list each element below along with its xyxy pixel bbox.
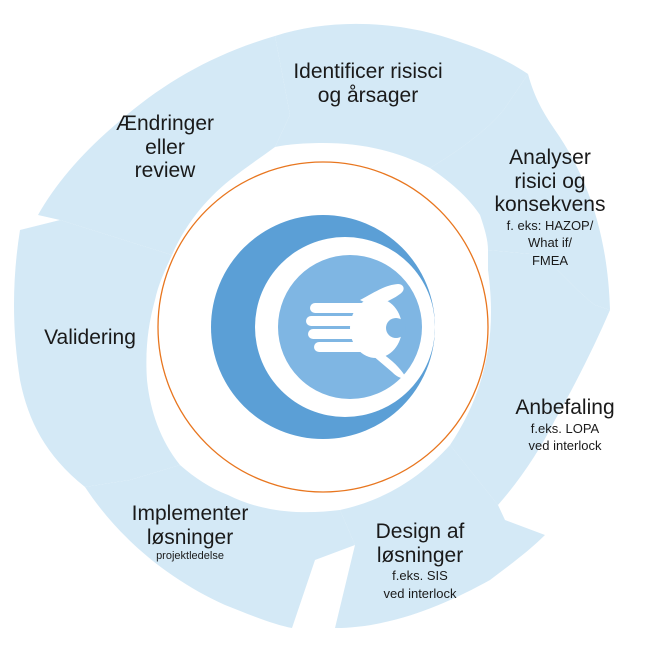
hand-in-circle-logo <box>211 215 435 439</box>
label-change: Ændringer eller review <box>115 112 215 183</box>
segment-validate <box>14 220 180 487</box>
segment-design <box>335 445 545 628</box>
label-analyse: Analyser risici og konsekvens f. eks: HA… <box>494 146 606 268</box>
label-validate: Validering <box>44 326 136 349</box>
segment-change <box>38 36 290 255</box>
segment-recommend <box>450 250 610 505</box>
label-design: Design af løsninger f.eks. SIS ved inter… <box>375 520 465 601</box>
label-implement: Implementer løsninger projektledelse <box>131 502 249 563</box>
segment-identify <box>275 23 528 168</box>
label-recommend: Anbefaling f.eks. LOPA ved interlock <box>515 396 615 454</box>
label-identify: Identificer risisci og årsager <box>293 60 443 107</box>
segment-implement <box>85 465 355 628</box>
segment-analyse <box>430 74 610 310</box>
